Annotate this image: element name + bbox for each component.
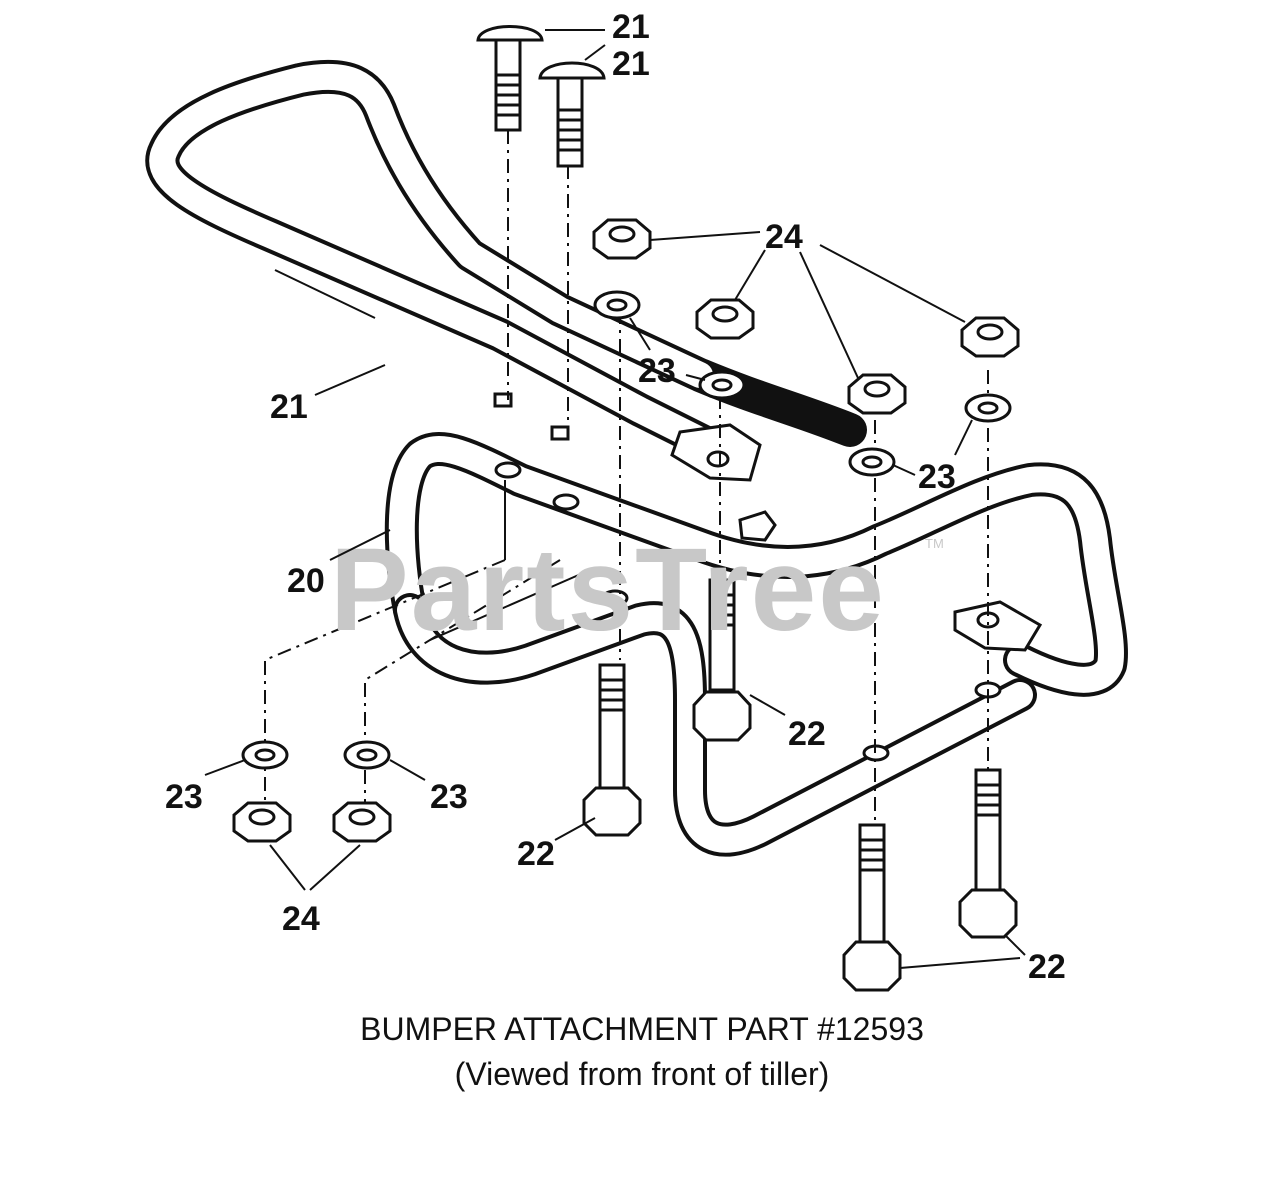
callout-22-center: 22 bbox=[788, 715, 826, 753]
hex-nut-upper-1 bbox=[592, 218, 652, 260]
callout-23-lower-left: 23 bbox=[165, 778, 203, 816]
shoulder-bolt-center bbox=[692, 578, 752, 742]
carriage-bolt-1 bbox=[476, 25, 544, 132]
watermark-trademark: TM bbox=[925, 536, 944, 551]
callout-23-lower-right: 23 bbox=[430, 778, 468, 816]
lock-washer-lower-1 bbox=[241, 740, 289, 770]
hex-nut-upper-4 bbox=[960, 316, 1020, 358]
caption-title: BUMPER ATTACHMENT PART #12593 bbox=[360, 1011, 924, 1047]
shoulder-bolt-left bbox=[582, 663, 642, 837]
shoulder-bolt-right-2 bbox=[958, 768, 1018, 939]
callout-24-lower: 24 bbox=[282, 900, 320, 938]
lock-washer-upper-4 bbox=[964, 393, 1012, 423]
callout-20-frame: 20 bbox=[287, 562, 325, 600]
callout-21-bolt-2: 21 bbox=[612, 45, 650, 83]
carriage-bolt-2 bbox=[538, 61, 606, 168]
lock-washer-upper-3 bbox=[848, 447, 896, 477]
callout-22-left: 22 bbox=[517, 835, 555, 873]
lock-washer-upper-2 bbox=[698, 370, 746, 400]
leader-lines bbox=[204, 29, 1026, 969]
hex-nut-lower-1 bbox=[232, 801, 292, 843]
caption-subtitle: (Viewed from front of tiller) bbox=[455, 1056, 830, 1092]
shoulder-bolt-right-1 bbox=[842, 823, 902, 992]
callout-21-bar: 21 bbox=[270, 388, 308, 426]
callout-23-upper-right: 23 bbox=[918, 458, 956, 496]
hex-nut-upper-3 bbox=[847, 373, 907, 415]
hex-nut-lower-2 bbox=[332, 801, 392, 843]
assembly-centerlines bbox=[264, 130, 989, 820]
lock-washer-lower-2 bbox=[343, 740, 391, 770]
lower-bumper-frame bbox=[384, 432, 1128, 857]
callout-24-upper: 24 bbox=[765, 218, 803, 256]
callout-21-bolt-1: 21 bbox=[612, 8, 650, 46]
watermark-text: PartsTree bbox=[330, 524, 886, 656]
lock-washer-upper-1 bbox=[593, 290, 641, 320]
callout-23-upper-left: 23 bbox=[638, 352, 676, 390]
hex-nut-upper-2 bbox=[695, 298, 755, 340]
callout-22-right: 22 bbox=[1028, 948, 1066, 986]
